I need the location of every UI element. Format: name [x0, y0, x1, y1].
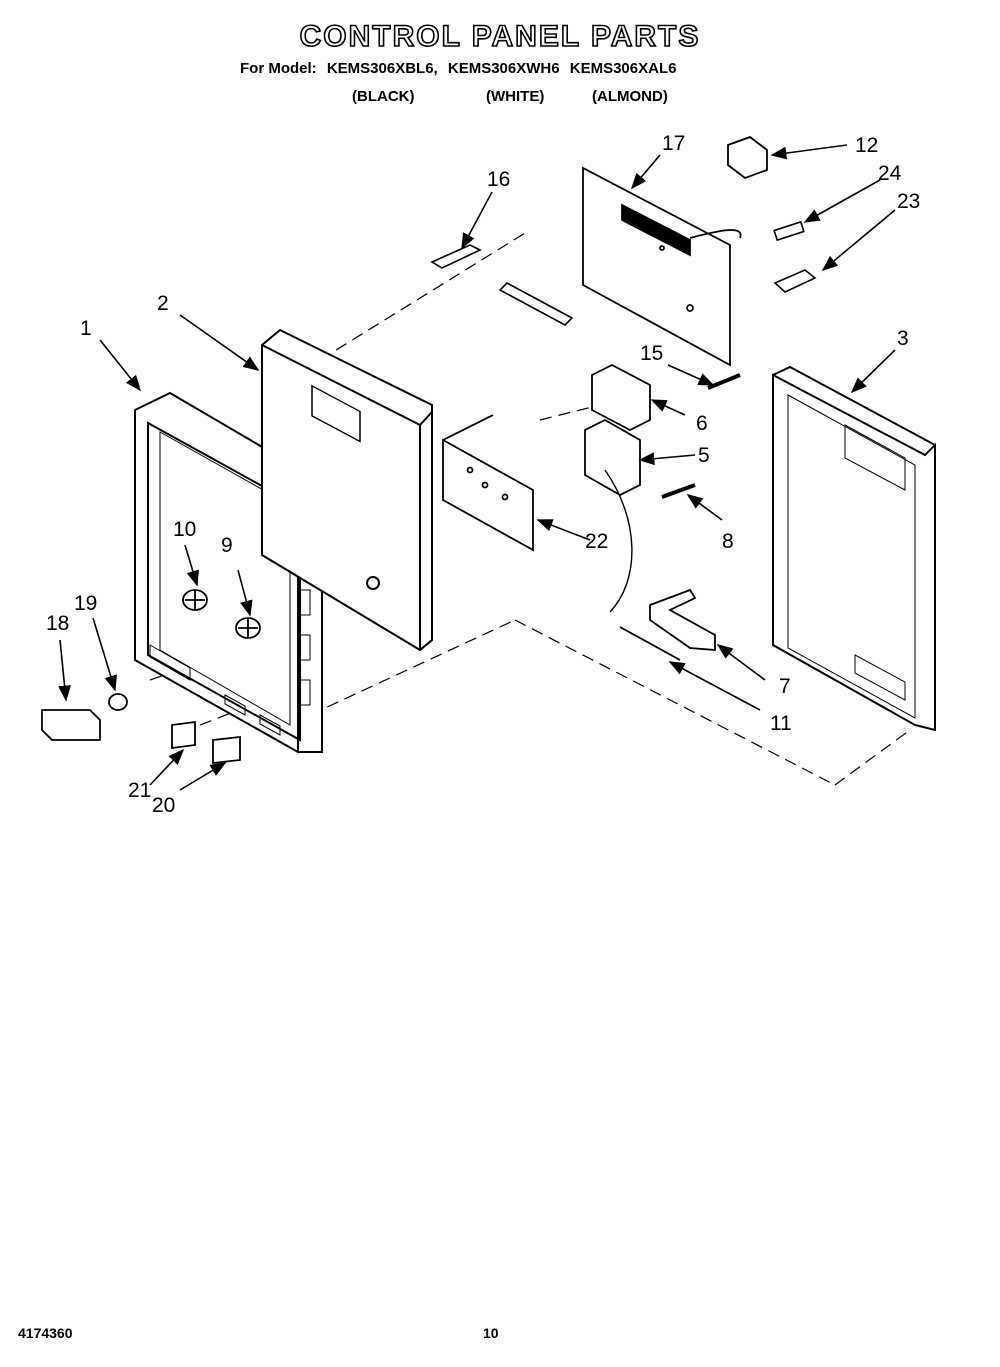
screw-part-8 — [661, 483, 696, 499]
callout-2: 2 — [157, 292, 169, 315]
model-list: For Model: KEMS306XBL6, KEMS306XWH6 KEMS… — [240, 60, 682, 77]
callout-18: 18 — [46, 612, 69, 635]
color-white: (WHITE) — [486, 88, 545, 105]
callout-labels: 1 2 3 5 6 7 8 9 10 11 12 15 16 17 18 19 … — [46, 132, 920, 817]
fuse-holder-part — [773, 269, 817, 293]
callout-17: 17 — [662, 132, 685, 155]
callout-9: 9 — [221, 534, 233, 557]
model-almond: KEMS306XAL6 — [569, 60, 677, 77]
callout-11: 11 — [770, 712, 792, 735]
model-prefix: For Model: — [240, 60, 317, 77]
callout-21: 21 — [128, 779, 151, 802]
screw-part-15 — [707, 373, 741, 390]
callout-5: 5 — [698, 444, 710, 467]
callout-1: 1 — [80, 317, 92, 340]
callout-12: 12 — [855, 134, 878, 157]
callout-15: 15 — [640, 342, 663, 365]
callout-10: 10 — [173, 518, 196, 541]
connector-part — [727, 135, 768, 180]
inner-panel — [261, 328, 433, 652]
latch-parts — [619, 588, 716, 661]
callout-8: 8 — [722, 530, 734, 553]
page-number: 10 — [483, 1325, 499, 1341]
callout-19: 19 — [74, 592, 97, 615]
callout-3: 3 — [897, 327, 909, 350]
document-code: 4174360 — [18, 1325, 73, 1341]
small-parts — [41, 693, 241, 765]
knob-parts — [182, 589, 261, 639]
timer-assembly — [584, 363, 651, 613]
callout-22: 22 — [585, 530, 608, 553]
callout-16: 16 — [487, 168, 510, 191]
leader-arrows — [58, 144, 896, 791]
callout-7: 7 — [779, 675, 791, 698]
fuse-part — [773, 220, 805, 242]
bracket-part — [430, 244, 574, 326]
rear-panel — [772, 365, 936, 732]
color-almond: (ALMOND) — [592, 88, 668, 105]
circuit-board — [582, 166, 742, 367]
page-title: CONTROL PANEL PARTS — [299, 19, 701, 54]
callout-24: 24 — [878, 162, 902, 185]
model-black: KEMS306XBL6, — [326, 60, 438, 77]
model-white: KEMS306XWH6 — [447, 60, 560, 77]
callout-23: 23 — [897, 190, 920, 213]
color-black: (BLACK) — [352, 88, 415, 105]
callout-20: 20 — [152, 794, 175, 817]
mounting-plate — [442, 414, 534, 552]
callout-6: 6 — [696, 412, 708, 435]
